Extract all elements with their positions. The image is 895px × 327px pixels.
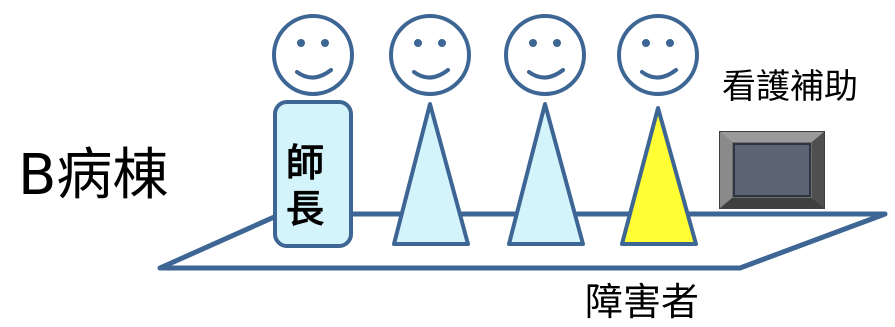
triangle-body-yellow <box>620 106 698 246</box>
disabled-person-label: 障害者 <box>585 280 700 324</box>
figure-staff-2 <box>389 14 471 246</box>
smiley-face-icon <box>504 14 586 96</box>
figure-head-nurse <box>272 14 354 248</box>
head-nurse-char-2: 長 <box>285 187 324 231</box>
figure-disabled-person <box>617 14 699 246</box>
ward-title: B病棟 <box>18 143 169 208</box>
head-nurse-label: 師 長 <box>277 140 333 232</box>
head-nurse-char-1: 師 <box>285 141 324 185</box>
smiley-face-icon <box>389 14 471 96</box>
figure-staff-3 <box>504 14 586 246</box>
tablet-icon <box>719 131 825 209</box>
head-nurse-body <box>273 100 353 248</box>
head-nurse-face-icon <box>272 14 354 96</box>
triangle-body <box>392 102 470 246</box>
triangle-body <box>507 102 585 246</box>
smiley-face-icon <box>617 14 699 96</box>
nurse-aide-label: 看護補助 <box>722 67 858 107</box>
